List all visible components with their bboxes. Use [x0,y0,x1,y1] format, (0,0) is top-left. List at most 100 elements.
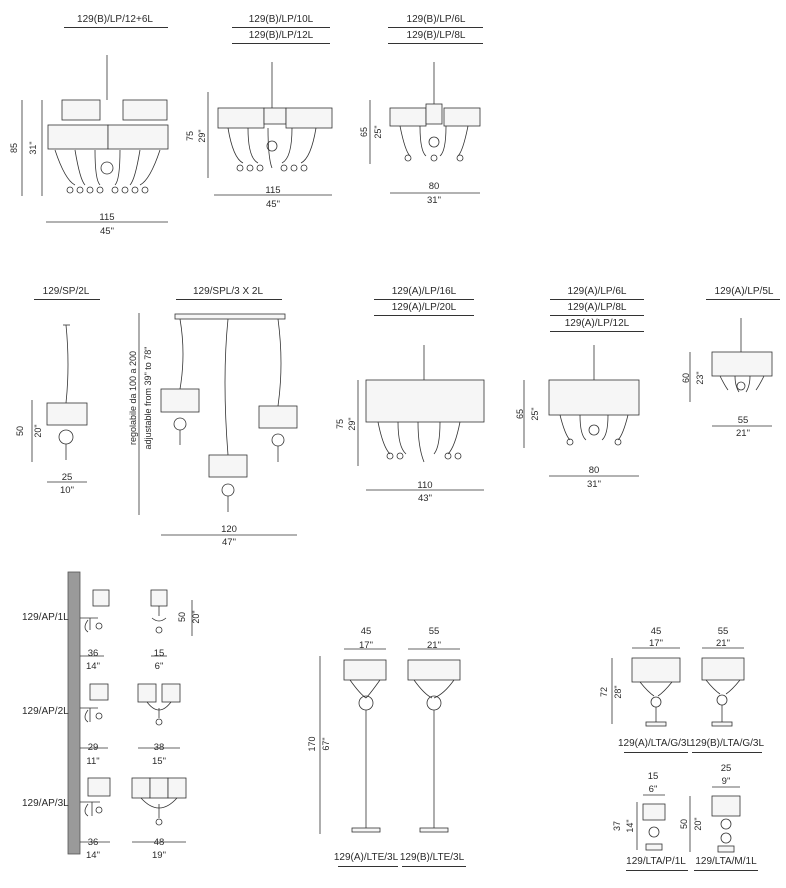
dim-b6-height-in: 25" [373,125,383,139]
code-a-lp-16: 129(A)/LP/16L [391,286,457,297]
divider [692,752,762,753]
divider [232,27,330,28]
dim-a5-width-in: 21" [736,428,750,439]
code-b-lp-10: 129(B)/LP/10L [248,14,314,25]
dim-lta-m-h-cm: 50 [679,818,689,830]
code-b-lp-12-6: 129(B)/LP/12+6L [77,14,153,25]
dim-b10-height-cm: 75 [185,130,195,142]
code-b-lp-12: 129(B)/LP/12L [248,30,314,41]
dim-b10-width-cm: 115 [265,185,281,196]
dim-spl-width-in: 47" [222,537,236,548]
divider [626,870,688,871]
divider [694,870,758,871]
dim-lta-p-h-cm: 37 [612,820,622,832]
code-a-lp-6: 129(A)/LP/6L [567,286,627,297]
code-a-lp-20: 129(A)/LP/20L [391,302,457,313]
dim-ap2-side-in: 15" [152,756,166,767]
table-lta-a-illustration [611,647,681,727]
divider [64,27,168,28]
chandelier-b-12-6-illustration [21,55,169,223]
pendant-sp-2-illustration [31,324,88,483]
table-lta-m-illustration [689,786,741,853]
wall-ap-3-illustration [80,777,187,843]
code-ap-1: 129/AP/1L [22,612,69,623]
dim-b12-width-cm: 115 [99,212,115,223]
dim-lta-b-w-cm: 55 [717,626,729,637]
dim-lta-p-w-cm: 15 [647,771,659,782]
pendant-spl-illustration [138,313,298,536]
code-a-lp-8: 129(A)/LP/8L [567,302,627,313]
wall-section [67,571,81,855]
dim-ap1-w-in: 14" [86,661,100,672]
divider [176,299,282,300]
dim-lta-a-w-in: 17" [649,638,663,649]
divider [706,299,780,300]
pendant-a-16-20-illustration [357,345,485,491]
dim-a5-height-cm: 60 [681,372,691,384]
dim-lte-h-cm: 170 [307,736,317,752]
divider [624,752,688,753]
dim-b6-width-cm: 80 [428,181,440,192]
code-a-lp-5: 129(A)/LP/5L [714,286,774,297]
dim-ap1-side-cm: 15 [153,648,165,659]
dim-a5-height-in: 23" [695,371,705,385]
divider [402,866,466,867]
dim-a16-height-cm: 75 [335,418,345,430]
code-lta-p: 129/LTA/P/1L [626,856,686,867]
divider [232,43,330,44]
dim-ap2-w-cm: 29 [87,742,99,753]
dim-a6-height-in: 25" [530,407,540,421]
divider [338,866,398,867]
table-lta-p-illustration [636,794,666,851]
spl-adjustable-it: regolabile da 100 a 200 [128,350,138,446]
table-lta-b-illustration [701,647,745,727]
chandelier-b-6-8-illustration [369,62,481,194]
dim-lta-p-h-in: 14" [625,819,635,833]
divider [550,315,644,316]
pendant-a-5-illustration [689,318,773,427]
code-ap-3: 129/AP/3L [22,798,69,809]
dim-ap2-side-cm: 38 [153,742,165,753]
dim-ap1-side-in: 6" [154,661,164,672]
dim-a6-width-in: 31" [587,479,601,490]
code-lte-a: 129(A)/LTE/3L [333,852,399,863]
divider [550,299,644,300]
code-spl: 129/SPL/3 X 2L [192,286,264,297]
floor-lte-a-illustration [343,648,387,833]
divider [374,315,474,316]
pendant-a-6-12-illustration [523,345,640,477]
dim-ap1-w-cm: 36 [87,648,99,659]
dim-lte-b-w-cm: 55 [428,626,440,637]
dim-lta-a-h-cm: 72 [599,686,609,698]
dim-b10-height-in: 29" [197,129,207,143]
dim-sp2-width-in: 10" [60,485,74,496]
dim-b6-width-in: 31" [427,195,441,206]
dim-ap3-side-in: 19" [152,850,166,861]
dim-lte-a-w-in: 17" [359,640,373,651]
spl-adjustable-en: adjustable from 39" to 78" [143,346,153,450]
dim-ap3-w-cm: 36 [87,837,99,848]
dim-lta-a-h-in: 28" [613,685,623,699]
dim-a16-height-in: 29" [347,417,357,431]
dim-lta-p-w-in: 6" [648,784,658,795]
code-ap-2: 129/AP/2L [22,706,69,717]
dim-a5-width-cm: 55 [737,415,749,426]
dim-a6-width-cm: 80 [588,465,600,476]
dim-lta-b-w-in: 21" [716,638,730,649]
dim-b12-width-in: 45" [100,226,114,237]
dim-a16-width-in: 43" [418,493,432,504]
code-a-lp-12: 129(A)/LP/12L [564,318,630,329]
wall-ap-1-illustration [80,589,193,657]
dim-ap3-w-in: 14" [86,850,100,861]
code-lta-m: 129/LTA/M/1L [695,856,757,867]
code-lta-b: 129(B)/LTA/G/3L [689,738,765,749]
dim-lte-a-w-cm: 45 [360,626,372,637]
dim-spl-width-cm: 120 [221,524,237,535]
divider [388,27,483,28]
dim-ap1-h-cm: 50 [177,611,187,623]
wall-ap-2-illustration [80,683,181,749]
divider [388,43,483,44]
dim-b12-height-cm: 85 [9,142,19,154]
dim-sp2-height-in: 20" [33,424,43,438]
